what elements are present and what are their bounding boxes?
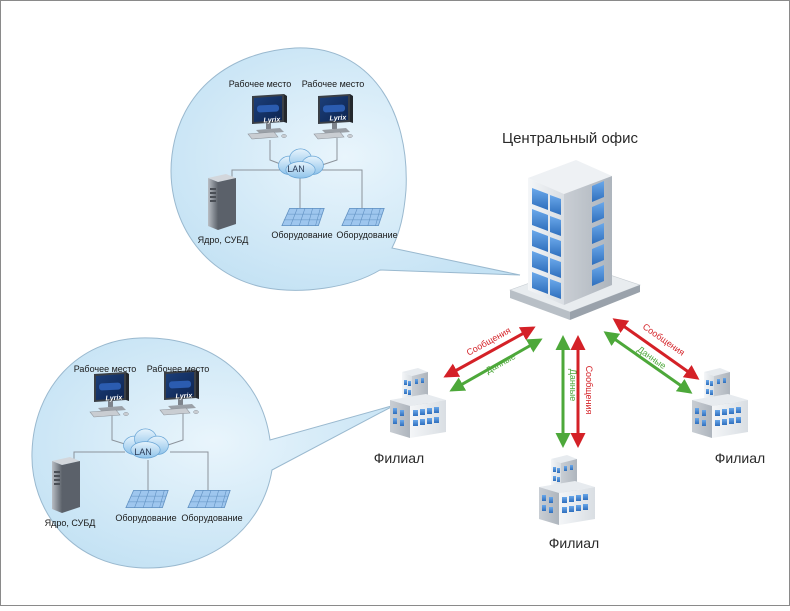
- workstation-label: Рабочее место: [302, 79, 365, 89]
- branch-label-left: Филиал: [374, 450, 424, 466]
- workstation-label: Рабочее место: [229, 79, 292, 89]
- data-label: Данные: [568, 369, 578, 402]
- branch-label-bottom: Филиал: [549, 535, 599, 551]
- server-icon: [208, 174, 236, 230]
- equipment-icon: [187, 489, 231, 509]
- lan-label: LAN: [287, 164, 305, 174]
- equipment-label: Оборудование: [181, 513, 242, 523]
- core-dbms-label: Ядро, СУБД: [45, 518, 96, 528]
- equipment-label: Оборудование: [336, 230, 397, 240]
- central-lan-links: [231, 138, 363, 210]
- data-arrow: [449, 338, 543, 392]
- central-office-title: Центральный офис: [502, 130, 639, 147]
- branch-label-right: Филиал: [715, 450, 765, 466]
- data-arrow: [603, 331, 693, 394]
- server-icon: [52, 457, 80, 513]
- equipment-label: Оборудование: [115, 513, 176, 523]
- equipment-icon: [125, 489, 169, 509]
- messages-label: Сообщения: [584, 366, 594, 415]
- equipment-icon: [281, 207, 325, 227]
- workstation-label: Рабочее место: [74, 364, 137, 374]
- core-dbms-label: Ядро, СУБД: [198, 235, 249, 245]
- lyrix-logo: Lyrix: [329, 115, 347, 123]
- lan-label: LAN: [134, 447, 152, 457]
- workstation-label: Рабочее место: [147, 364, 210, 374]
- lyrix-logo: Lyrix: [175, 393, 193, 401]
- central-office-building-icon: [509, 160, 641, 320]
- equipment-icon: [341, 207, 385, 227]
- lyrix-logo: Lyrix: [105, 395, 123, 403]
- lyrix-logo: Lyrix: [263, 117, 281, 125]
- equipment-label: Оборудование: [271, 230, 332, 240]
